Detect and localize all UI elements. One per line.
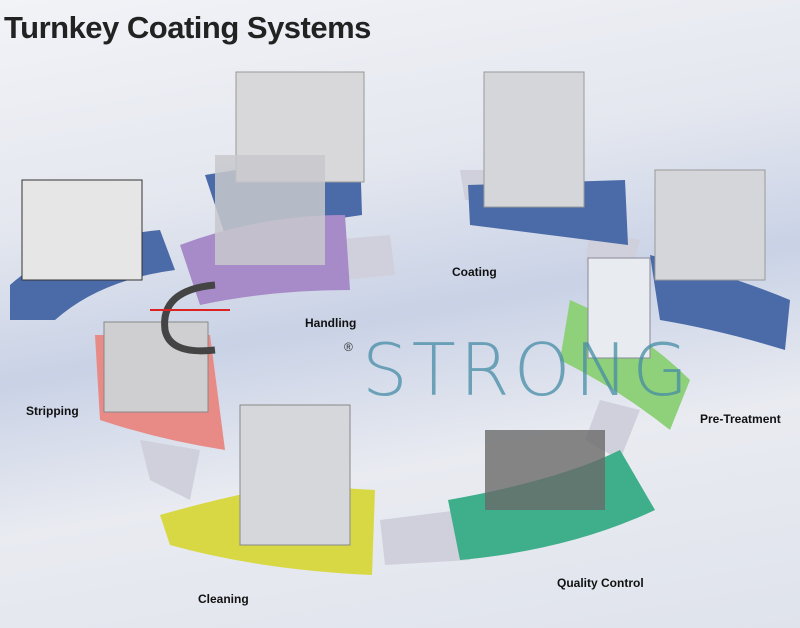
ring-connector bbox=[380, 510, 470, 565]
label-handling: Handling bbox=[305, 316, 357, 330]
label-stripping: Stripping bbox=[26, 404, 79, 418]
label-cleaning: Cleaning bbox=[198, 592, 249, 606]
machine-stripping-unit bbox=[21, 179, 143, 281]
machine-coating-center bbox=[483, 71, 585, 208]
registered-mark: ® bbox=[344, 340, 353, 354]
machine-pretreatment bbox=[587, 257, 651, 359]
logo-swoosh-icon bbox=[161, 281, 216, 355]
machine-stripping-tanks bbox=[103, 321, 209, 413]
label-quality-control: Quality Control bbox=[557, 576, 644, 590]
machine-cleaning bbox=[239, 404, 351, 546]
machine-quality-microscope bbox=[485, 430, 605, 510]
page-title: Turnkey Coating Systems bbox=[4, 10, 371, 45]
machine-coating-right bbox=[654, 169, 766, 281]
ring-connector bbox=[140, 440, 200, 500]
label-pre-treatment: Pre-Treatment bbox=[700, 412, 781, 426]
label-coating: Coating bbox=[452, 265, 497, 279]
machine-handling-robot bbox=[215, 155, 325, 265]
watermark-logo: STRONG bbox=[362, 328, 693, 412]
